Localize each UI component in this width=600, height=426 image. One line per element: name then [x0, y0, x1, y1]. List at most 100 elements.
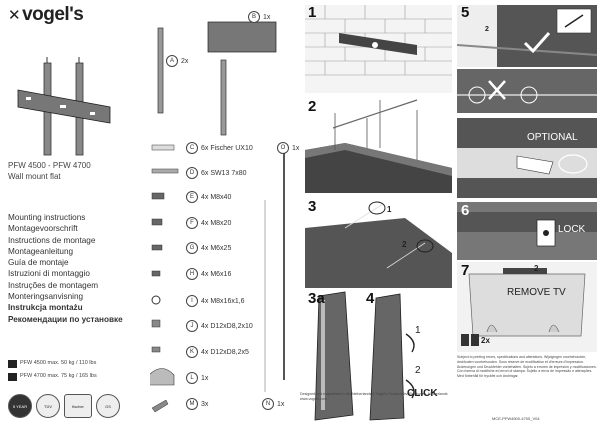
part-desc: 4x D12xD8,2x5: [201, 348, 249, 356]
footer-designed: Designed and engineered in the Netherlan…: [300, 392, 448, 401]
language-item: Istruzioni di montaggio: [8, 269, 90, 279]
part-o-label: O 1x: [277, 142, 299, 154]
language-item: Mounting instructions: [8, 213, 86, 222]
part-qty: 1x: [201, 374, 209, 382]
footer-notes: Subject to printing errors, specificatio…: [457, 355, 597, 379]
step-3a-number: 3a: [308, 290, 325, 307]
step-7-qty-label: 2x: [481, 336, 490, 345]
parts-drawings: [150, 21, 285, 413]
part-id-badge: N: [262, 398, 274, 410]
optional-illustration: [457, 118, 597, 198]
brand-logo: ✕ vogel's: [8, 4, 84, 26]
fischer-badge: fischer: [64, 394, 92, 418]
optional-label: OPTIONAL: [527, 127, 578, 145]
part-c-label: C 6x Fischer UX10: [186, 142, 253, 154]
part-qty: 2x: [181, 57, 189, 65]
part-id-badge: G: [186, 242, 198, 254]
language-item: Monteringsanvisning: [8, 292, 84, 302]
part-a-label: A 2x: [166, 55, 188, 67]
step-2-number: 2: [308, 98, 317, 115]
step-4-callout-1: 1: [415, 325, 421, 336]
weight-row: PFW 4700 max. 75 kg / 165 lbs: [8, 370, 97, 383]
part-g-label: G 4x M6x25: [186, 242, 231, 254]
part-b-label: B 1x: [248, 11, 270, 23]
part-d-label: D 6x SW13 7x80: [186, 167, 247, 179]
weight-icon: [8, 359, 17, 368]
part-id-badge: B: [248, 11, 260, 23]
weight-model: PFW 4500: [20, 360, 46, 366]
part-desc: 6x SW13 7x80: [201, 169, 247, 177]
weight-model: PFW 4700: [20, 373, 46, 379]
language-item: Montageanleitung: [8, 246, 74, 256]
part-m-label: M 3x: [186, 398, 208, 410]
weight-icon: [8, 372, 17, 381]
language-item: Рекомендации по установке: [8, 314, 123, 324]
step-6-number: 6: [461, 202, 470, 219]
part-desc: 4x M6x25: [201, 244, 232, 252]
weight-max: max. 75 kg / 165 lbs: [47, 373, 97, 379]
product-drawing: [17, 57, 111, 156]
part-h-label: H 4x M6x16: [186, 268, 231, 280]
language-item: Montagevoorschrift: [8, 224, 78, 234]
part-id-badge: K: [186, 346, 198, 358]
part-desc: 6x Fischer UX10: [201, 144, 253, 152]
part-desc: 4x M8x20: [201, 219, 232, 227]
part-n-label: N 1x: [262, 398, 284, 410]
part-id-badge: D: [186, 167, 198, 179]
document-code: MCE-PFW4500-4700_V04: [492, 416, 540, 421]
part-e-label: E 4x M8x40: [186, 191, 231, 203]
part-qty: 1x: [263, 13, 271, 21]
step-7-callout-2: 2: [534, 264, 539, 273]
step-5-number: 5: [461, 4, 470, 21]
step-3a-illustration: [314, 291, 354, 421]
part-id-badge: I: [186, 295, 198, 307]
step-7-remove-tv-label: REMOVE TV: [507, 287, 566, 298]
step-3-callout-2: 2: [402, 240, 407, 249]
weight-row: PFW 4500 max. 50 kg / 110 lbs: [8, 357, 97, 370]
part-qty: 1x: [292, 144, 300, 152]
tuv-badge: TÜV: [36, 394, 60, 418]
part-desc: 4x M8x40: [201, 193, 232, 201]
certification-badges: 5 YEAR TÜV fischer GS: [8, 394, 120, 418]
optional-text: OPTIONAL: [527, 132, 578, 143]
part-id-badge: C: [186, 142, 198, 154]
part-id-badge: A: [166, 55, 178, 67]
part-id-badge: H: [186, 268, 198, 280]
part-j-label: J 4x D12xD8,2x10: [186, 320, 253, 332]
step-1-illustration: [305, 5, 452, 93]
weight-max: max. 50 kg / 110 lbs: [47, 360, 97, 366]
brand-name: vogel's: [22, 4, 84, 25]
step-4-click-label: CLICK: [407, 388, 438, 399]
part-id-badge: J: [186, 320, 198, 332]
part-i-label: I 4x M8x16x1,6: [186, 295, 245, 307]
step-4-callout-2: 2: [415, 365, 421, 376]
step-6-illustration: [457, 202, 597, 260]
part-qty: 3x: [201, 400, 209, 408]
part-desc: 4x D12xD8,2x10: [201, 322, 253, 330]
language-item: Instrukcja montażu: [8, 303, 83, 313]
brand-mark-icon: ✕: [8, 7, 21, 24]
part-desc: 4x M6x16: [201, 270, 232, 278]
language-item: Guía de montaje: [8, 258, 69, 268]
part-id-badge: M: [186, 398, 198, 410]
weight-limits: PFW 4500 max. 50 kg / 110 lbs PFW 4700 m…: [8, 357, 97, 383]
step-4-number: 4: [366, 290, 375, 307]
part-f-label: F 4x M8x20: [186, 217, 231, 229]
step-3-illustration: [305, 201, 452, 288]
step-6-lock-label: LOCK: [558, 224, 586, 235]
step-3-callout-1: 1: [387, 205, 392, 214]
step-1-number: 1: [308, 4, 317, 21]
part-id-badge: O: [277, 142, 289, 154]
product-info: PFW 4500 - PFW 4700 Wall mount flat: [8, 160, 91, 182]
step-5-illustration: [457, 5, 597, 113]
language-list: Mounting instructions Montagevoorschrift…: [8, 212, 123, 325]
part-qty: 1x: [277, 400, 285, 408]
part-l-label: L 1x: [186, 372, 208, 384]
part-k-label: K 4x D12xD8,2x5: [186, 346, 249, 358]
warranty-badge: 5 YEAR: [8, 394, 32, 418]
part-id-badge: F: [186, 217, 198, 229]
part-id-badge: E: [186, 191, 198, 203]
step-4-illustration: [369, 293, 415, 421]
model-range: PFW 4500 - PFW 4700: [8, 161, 91, 170]
